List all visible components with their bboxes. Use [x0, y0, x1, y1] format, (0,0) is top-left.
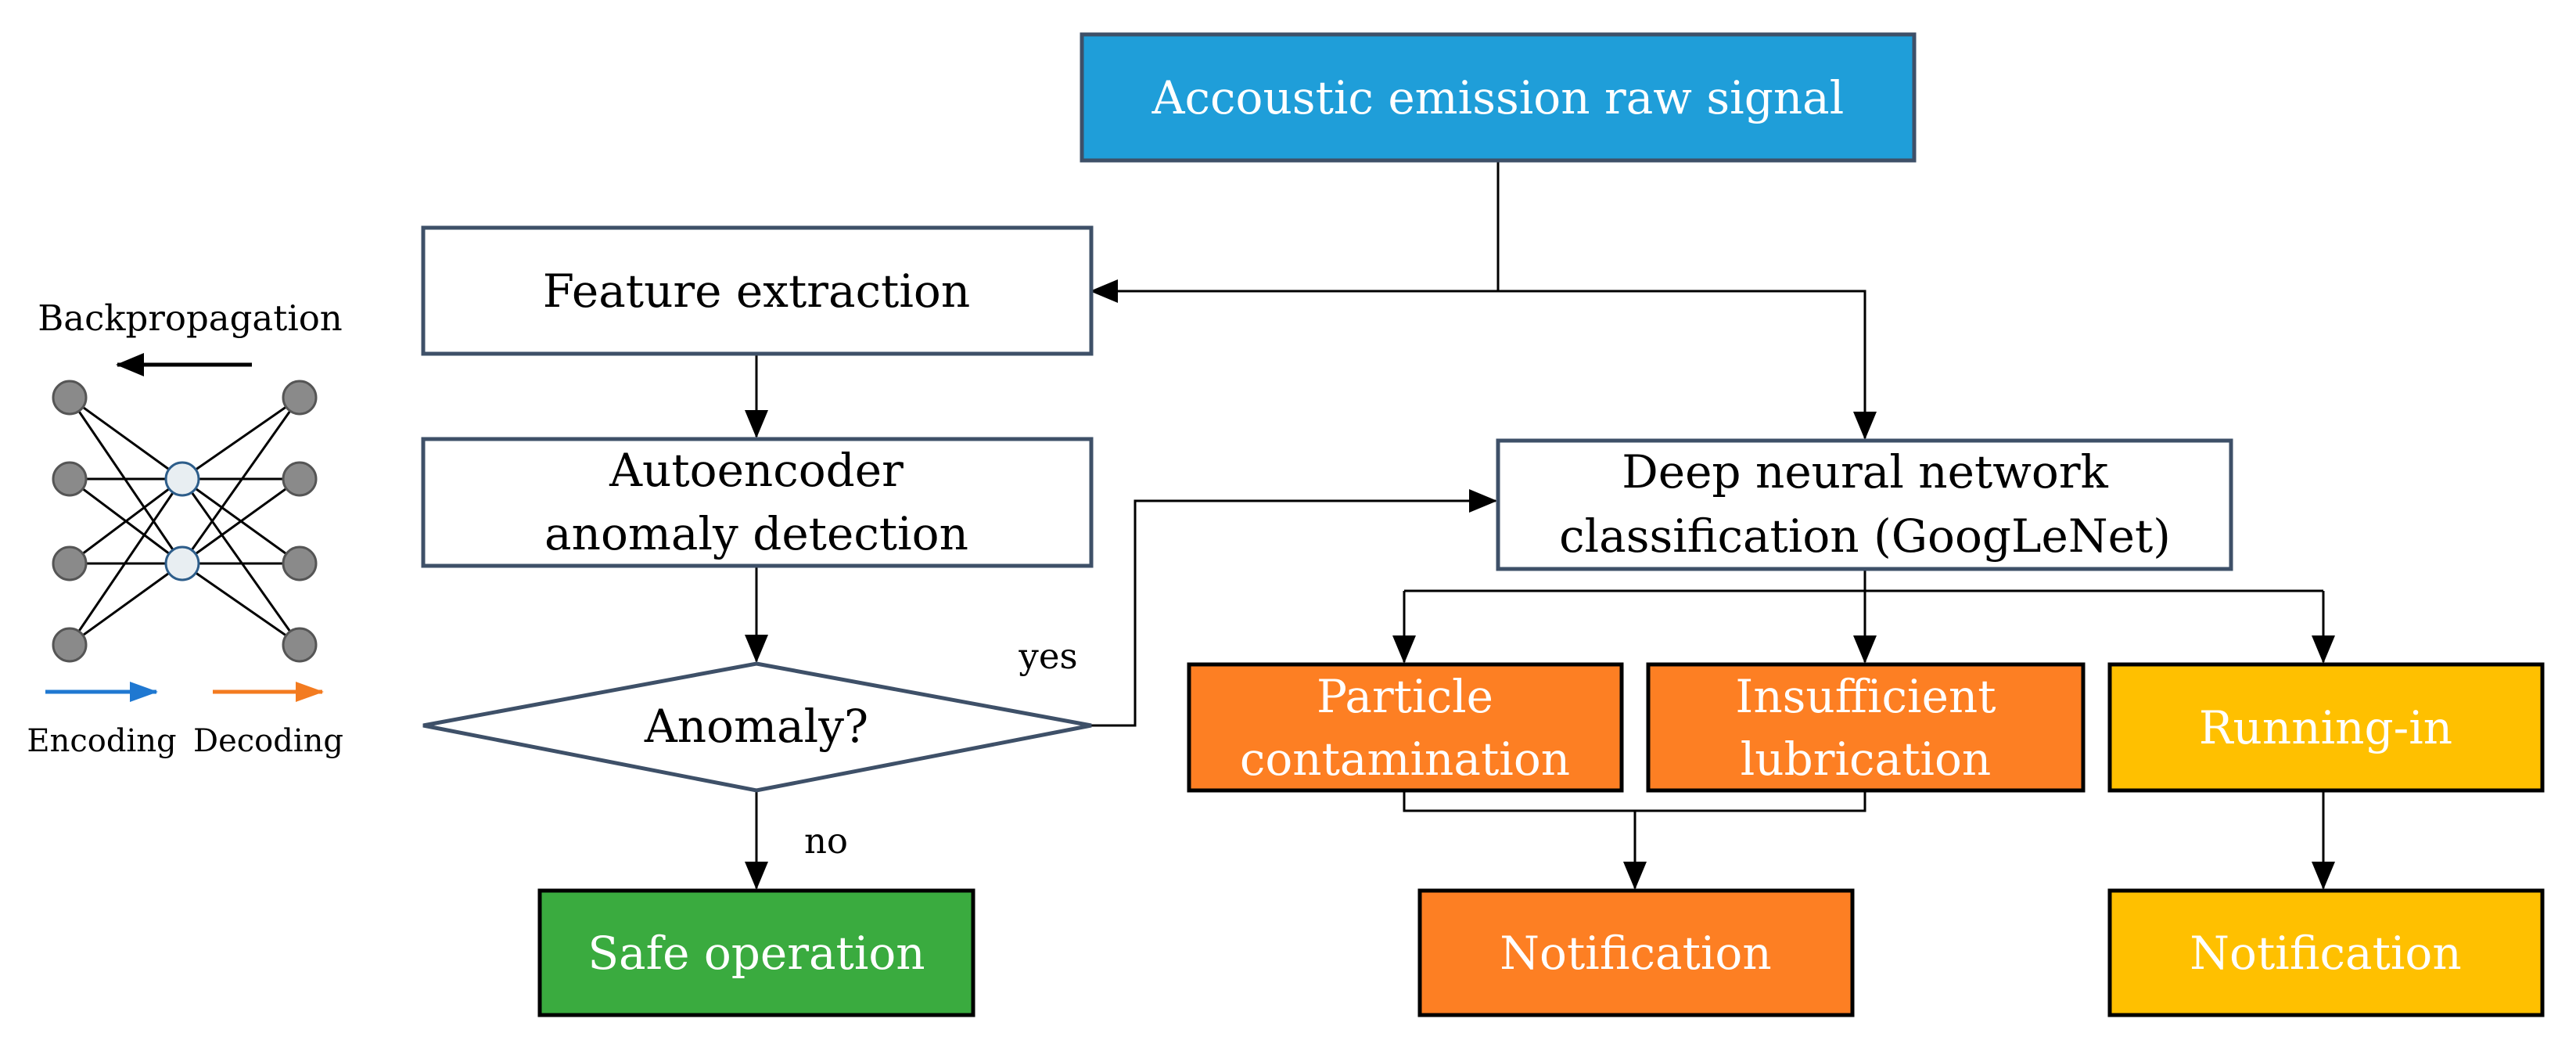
node-feature-extraction: Feature extraction [421, 225, 1094, 356]
output-node [282, 461, 318, 497]
edge-anomaly-yes-to-dnn [1091, 489, 1497, 727]
encoding-label: Encoding [27, 723, 176, 759]
edge-label-yes: yes [1018, 635, 1077, 677]
raw-signal-label: Accoustic emission raw signal [1151, 71, 1845, 124]
hidden-node [164, 545, 200, 581]
connectors [745, 160, 2335, 890]
output-node [282, 627, 318, 663]
network-edges [68, 396, 301, 646]
input-node [52, 380, 88, 416]
output-node [282, 545, 318, 581]
node-notification-running-in: Notification [2107, 888, 2545, 1017]
autoencoder-label-line2: anomaly detection [544, 507, 968, 560]
lubrication-label-line1: Insufficient [1735, 670, 1996, 723]
feature-extraction-label: Feature extraction [543, 265, 970, 318]
edge-dnn-branch [1404, 569, 2323, 592]
hidden-node [164, 461, 200, 497]
notification-running-in-label: Notification [2190, 927, 2461, 980]
output-node [282, 380, 318, 416]
particle-label-line1: Particle [1317, 670, 1493, 723]
decoding-label: Decoding [193, 723, 343, 759]
node-anomaly-decision: Anomaly? [422, 661, 1092, 793]
lubrication-label-line2: lubrication [1741, 733, 1992, 786]
input-layer [52, 380, 88, 663]
output-layer [282, 380, 318, 663]
backpropagation-label: Backpropagation [38, 297, 343, 339]
node-notification-faults: Notification [1417, 888, 1855, 1017]
autoencoder-inset: Backpropagation [27, 297, 343, 759]
dnn-label-line2: classification (GoogLeNet) [1559, 509, 2171, 563]
particle-label-line2: contamination [1240, 733, 1570, 786]
edge-label-no: no [804, 820, 848, 862]
anomaly-decision-label: Anomaly? [644, 700, 868, 753]
input-node [52, 461, 88, 497]
running-in-label: Running-in [2199, 701, 2452, 754]
node-running-in: Running-in [2107, 662, 2545, 793]
node-dnn-classification: Deep neural network classification (Goog… [1496, 438, 2233, 571]
node-raw-signal: Accoustic emission raw signal [1080, 32, 1917, 163]
node-particle-contamination: Particle contamination [1187, 662, 1624, 793]
hidden-layer [164, 461, 200, 581]
edge-faults-merge [1403, 790, 1866, 812]
input-node [52, 545, 88, 581]
edge-junction-to-dnn [1498, 290, 1877, 440]
node-insufficient-lubrication: Insufficient lubrication [1646, 662, 2086, 793]
autoencoder-label-line1: Autoencoder [609, 444, 904, 497]
safe-operation-label: Safe operation [587, 927, 925, 980]
node-autoencoder: Autoencoder anomaly detection [421, 437, 1094, 568]
dnn-label-line1: Deep neural network [1622, 445, 2108, 499]
node-safe-operation: Safe operation [537, 888, 975, 1017]
input-node [52, 627, 88, 663]
notification-faults-label: Notification [1500, 927, 1771, 980]
